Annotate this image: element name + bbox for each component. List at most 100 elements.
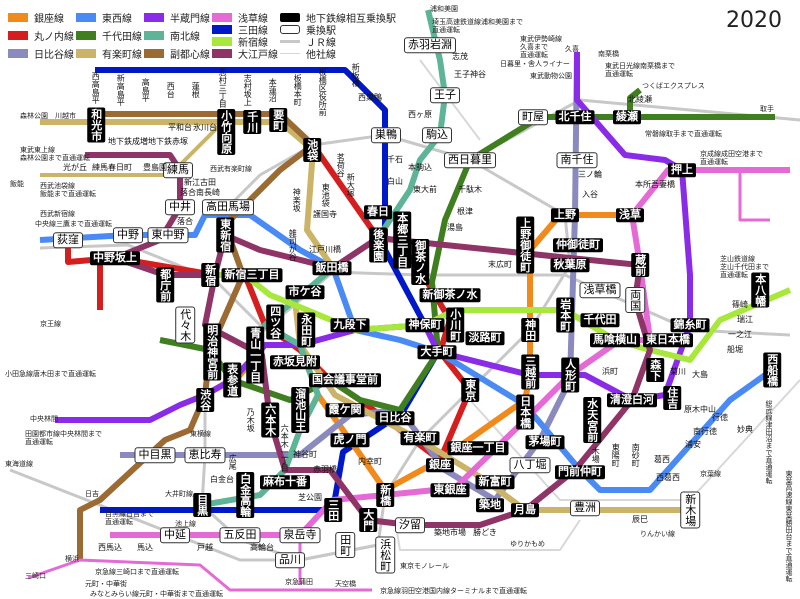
station-major[interactable]: 国会議事堂前 — [309, 373, 381, 387]
station-plain[interactable]: 東陽町 — [611, 443, 621, 467]
station-plain[interactable]: 行徳 — [712, 412, 728, 422]
station-major[interactable]: 北千住 — [555, 110, 595, 124]
station-plain[interactable]: 西巣鴨 — [358, 92, 382, 102]
station-plain[interactable]: 菊川 — [670, 366, 686, 376]
station-major[interactable]: 本郷三丁目 — [393, 211, 411, 269]
station-major[interactable]: 三田 — [324, 498, 342, 522]
station-plain[interactable]: 大島 — [692, 369, 708, 379]
station-major[interactable]: 日本橋 — [516, 394, 534, 430]
station-major[interactable]: 都庁前 — [156, 267, 174, 303]
station-plain[interactable]: 神楽坂 — [292, 188, 302, 212]
station-major[interactable]: 上野 — [551, 208, 579, 222]
station-transfer[interactable]: 泉岳寺 — [279, 527, 321, 543]
station-plain[interactable]: 雑司が谷 — [288, 229, 298, 261]
station-plain[interactable]: 白山 — [387, 176, 403, 186]
station-major[interactable]: 銀座一丁目 — [447, 441, 509, 455]
station-major[interactable]: 住吉 — [663, 386, 681, 410]
station-major[interactable]: 新御茶ノ水 — [419, 288, 481, 302]
station-major[interactable]: 新橋 — [376, 483, 394, 507]
station-transfer[interactable]: 中井 — [165, 199, 195, 215]
station-major[interactable]: 青山一丁目 — [246, 326, 264, 384]
station-plain[interactable]: 西馬込 — [98, 542, 122, 552]
station-plain[interactable]: 西葛西 — [656, 472, 680, 482]
station-major[interactable]: 仲御徒町 — [553, 238, 603, 252]
station-plain[interactable]: 本蓮沼 — [268, 78, 278, 102]
station-plain[interactable]: 白金台 — [210, 474, 234, 484]
station-plain[interactable]: 志村坂上 — [243, 74, 253, 106]
station-transfer[interactable]: 両国 — [625, 287, 645, 313]
station-major[interactable]: 東新宿 — [216, 217, 234, 253]
station-major[interactable]: 日比谷 — [375, 411, 415, 425]
station-transfer[interactable]: 駒込 — [422, 127, 452, 143]
station-major[interactable]: 岩本町 — [556, 297, 574, 333]
station-plain[interactable]: 本所吾妻橋 — [635, 179, 675, 189]
station-plain[interactable]: 地下鉄赤塚 — [148, 136, 188, 146]
station-plain[interactable]: 練馬春日町 — [92, 162, 132, 172]
station-transfer[interactable]: 代々木 — [175, 306, 195, 344]
station-major[interactable]: 飯田橋 — [312, 261, 352, 275]
station-transfer[interactable]: 町屋 — [518, 109, 548, 125]
station-major[interactable]: 赤坂見附 — [270, 355, 320, 369]
station-major[interactable]: 東日本橋 — [643, 333, 693, 347]
station-plain[interactable]: 北綾瀬 — [628, 94, 652, 104]
station-transfer[interactable]: 南千住 — [556, 152, 598, 168]
station-transfer[interactable]: 巣鴨 — [371, 127, 401, 143]
station-transfer[interactable]: 新木場 — [680, 491, 700, 529]
station-plain[interactable]: 原木中山 — [684, 404, 716, 414]
station-plain[interactable]: 高島平 — [141, 78, 151, 102]
station-major[interactable]: 月島 — [511, 503, 539, 517]
station-plain[interactable]: 板橋本町 — [293, 74, 303, 106]
station-transfer[interactable]: 浅草橋 — [579, 282, 621, 298]
station-major[interactable]: 白金高輪 — [236, 472, 254, 518]
station-plain[interactable]: 氷川台 — [193, 122, 217, 132]
station-major[interactable]: 西船橋 — [763, 352, 781, 388]
station-plain[interactable]: 志茂 — [452, 51, 468, 61]
station-major[interactable]: 九段下 — [330, 318, 370, 332]
station-plain[interactable]: 新板橋 — [351, 63, 361, 87]
station-plain[interactable]: 高輪台 — [250, 542, 274, 552]
station-plain[interactable]: 末広町 — [488, 259, 512, 269]
station-plain[interactable]: 浜町 — [602, 366, 618, 376]
station-transfer[interactable]: 豊洲 — [570, 500, 600, 516]
station-plain[interactable]: 築地市場 — [434, 527, 466, 537]
station-major[interactable]: 綾瀬 — [613, 110, 641, 124]
station-plain[interactable]: 千駄木 — [458, 184, 482, 194]
station-transfer[interactable]: 五反田 — [219, 527, 261, 543]
station-plain[interactable]: 湯島 — [447, 222, 463, 232]
station-major[interactable]: 霞ケ関 — [325, 403, 365, 417]
station-major[interactable]: 目黒 — [193, 493, 211, 517]
station-major[interactable]: 御茶ノ水 — [411, 239, 429, 285]
station-major[interactable]: 蔵前 — [631, 253, 649, 277]
station-major[interactable]: 千川 — [243, 110, 261, 134]
station-plain[interactable]: 志村三丁目 — [218, 68, 228, 108]
station-plain[interactable]: 板橋区役所前 — [318, 68, 328, 116]
station-plain[interactable]: 西台 — [166, 82, 176, 98]
station-plain[interactable]: 三ノ輪 — [578, 169, 602, 179]
station-major[interactable]: 麻布十番 — [260, 475, 310, 489]
station-major[interactable]: 新富町 — [475, 475, 515, 489]
station-major[interactable]: 銀座 — [426, 458, 454, 472]
station-plain[interactable]: 西高島平 — [91, 72, 101, 104]
station-plain[interactable]: 南行徳 — [693, 426, 717, 436]
station-plain[interactable]: 入谷 — [582, 189, 598, 199]
station-major[interactable]: 表参道 — [223, 362, 241, 398]
station-major[interactable]: 馬喰横山 — [590, 333, 640, 347]
station-major[interactable]: 明治神宮前 — [203, 323, 221, 381]
station-major[interactable]: 和光市 — [87, 107, 105, 143]
station-major[interactable]: 森下 — [646, 358, 664, 382]
station-plain[interactable]: 江戸川橋 — [309, 244, 341, 254]
station-transfer[interactable]: 赤羽岩淵 — [404, 37, 456, 53]
station-plain[interactable]: 平和台 — [168, 122, 192, 132]
station-transfer[interactable]: 荻窪 — [53, 232, 83, 248]
station-major[interactable]: 茅場町 — [525, 435, 565, 449]
station-plain[interactable]: 西ヶ原 — [408, 109, 432, 119]
station-plain[interactable]: 赤羽橋 — [313, 464, 337, 474]
station-plain[interactable]: 新高島平 — [116, 74, 126, 106]
station-major[interactable]: 大手町 — [417, 345, 457, 359]
station-plain[interactable]: 一之江 — [728, 329, 752, 339]
station-major[interactable]: 池袋 — [303, 138, 321, 162]
station-plain[interactable]: 浦安 — [685, 439, 701, 449]
station-major[interactable]: 市ケ谷 — [285, 285, 325, 299]
station-major[interactable]: 小川町 — [446, 307, 464, 343]
station-major[interactable]: 人形町 — [561, 357, 579, 393]
